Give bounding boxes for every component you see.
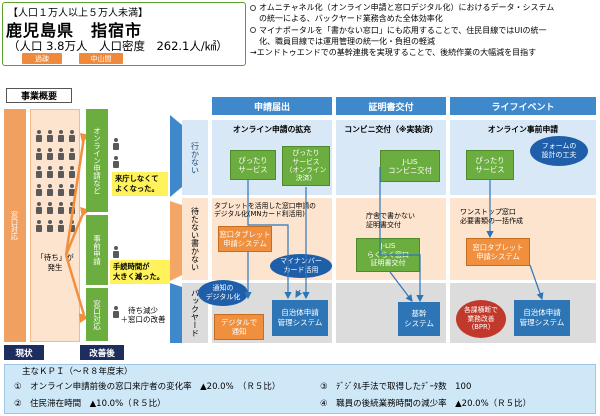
mynumber-card-oval: マイナンバー カード活用: [270, 254, 332, 278]
bubble-no-visit: 来庁しなくて よくなった。: [112, 172, 168, 196]
life-pittari-box: ぴったり サービス: [466, 150, 514, 180]
row-label: 待たない書かない: [190, 207, 200, 271]
current-counter-column: 窓口対応: [4, 109, 26, 342]
kpi-item-4: ④ 職員の後続業務時間の減少率 ▲20.0%（Ｒ５比）: [320, 399, 532, 409]
cert-counter-note: 庁舎で書かない 証明書交付: [366, 212, 415, 229]
waiting-people-icon: [36, 130, 75, 232]
kpi-box: [4, 364, 596, 414]
city-name: 鹿児島県 指宿市: [6, 21, 143, 40]
summary-line: 化、職員目線では運用管理の統一化・負担の軽減: [259, 37, 435, 47]
row-no-visit: 行かない: [182, 120, 208, 195]
notify-digital-oval: 通知の デジタル化: [198, 280, 248, 306]
row-label: バックヤード: [190, 289, 200, 337]
summary-line: オムニチャネル化（オンライン申請と窓口デジタル化）におけるデータ・システム: [259, 3, 555, 12]
summary-line: →エンドトゥエンドでの基幹連携を実現することで、後続作業の大幅減を目指す: [250, 48, 537, 58]
summary-line: の統一による、バックヤード業務含めた全体効率化: [259, 14, 443, 24]
kpi-item-1: ① オンライン申請前後の窓口来庁者の変化率 ▲20.0% （Ｒ５比）: [14, 382, 281, 392]
bubble-shorter-time: 手続時間が 大きく減った。: [110, 260, 170, 284]
life-onestop-note: ワンストップ窓口 必要書類の一括作成: [460, 208, 523, 225]
column-header-apply: 申請届出: [212, 97, 332, 115]
summary-line: マイナポータルを「書かない窓口」にも応用することで、住民目線ではUIの統一: [259, 25, 547, 35]
tag-depopulated: 過疎: [22, 53, 62, 64]
row-connector-stripes: [170, 115, 182, 343]
kpi-item-3: ③ ﾃﾞｼﾞﾀﾙ手法で取得したﾃﾞｰﾀ数 100: [320, 382, 472, 392]
kpi-title: 主なＫＰＩ（～Ｒ８年度末）: [22, 367, 133, 377]
waiting-text: 「待ち」が 発生: [36, 253, 74, 272]
flow-arrows: [244, 167, 544, 303]
current-counter-label: 窓口対応: [10, 211, 20, 240]
tab-label: オンライン申請など: [92, 126, 102, 195]
population-detail: （人口 3.8万人 人口密度 262.1人/㎢）: [8, 39, 228, 53]
bullet-icon: [250, 4, 256, 11]
people-icons: [113, 138, 119, 318]
apply-pittari-online-box: ぴったり サービス （オンライン決済）: [282, 146, 330, 186]
life-mgmt-system: 自治体申請 管理システム: [514, 300, 570, 336]
section-title: 事業概要: [6, 88, 72, 103]
apply-mgmt-system: 自治体申請 管理システム: [272, 300, 328, 336]
phase-improved-label: 改善後: [80, 345, 124, 360]
apply-subhead: オンライン申請の拡充: [233, 125, 311, 134]
population-class: 【人口１万人以上５万人未満】: [8, 8, 148, 19]
cert-jlis-conv-box: J-LIS コンビニ交付: [380, 150, 440, 182]
tag-hilly: 中山間: [79, 53, 123, 64]
core-system-box: 基幹 システム: [398, 302, 440, 336]
phase-current-label: 現状: [4, 345, 44, 360]
column-header-life: ライフイベント: [450, 97, 596, 115]
kpi-item-2: ② 住民滞在時間 ▲10.0%（Ｒ５比）: [14, 399, 166, 409]
apply-pittari-box: ぴったり サービス: [230, 150, 276, 180]
cert-subhead: コンビニ交付（※実装済）: [344, 125, 438, 134]
apply-tablet-system: 窓口タブレット 申請システム: [218, 226, 272, 252]
column-header-cert: 証明書交付: [336, 97, 446, 115]
digital-notify-box: デジタルで 通知: [214, 314, 264, 340]
apply-tablet-note: タブレットを活用した窓口申請の デジタル化(MNカード利活用): [214, 202, 316, 219]
bullet-icon: [250, 27, 256, 34]
form-design-oval: フォームの 設計の工夫: [530, 136, 588, 166]
transition-arrows: [64, 133, 90, 323]
tab-advance-apply: 事前申請: [86, 215, 108, 285]
bpr-oval: 各課横断で 業務改善 （BPR）: [456, 300, 506, 338]
life-tablet-system: 窓口タブレット 申請システム: [466, 238, 530, 266]
after-text: 待ち減少 ＋窓口の改善: [120, 306, 166, 325]
tab-counter: 窓口対応: [86, 288, 108, 341]
life-subhead: オンライン事前申請: [487, 125, 559, 134]
row-label: 行かない: [190, 141, 200, 174]
tab-label: 事前申請: [92, 235, 102, 265]
tab-online-apply: オンライン申請など: [86, 109, 108, 212]
summary-text: オムニチャネル化（オンライン申請と窓口デジタル化）におけるデータ・システム の統…: [250, 2, 598, 59]
tab-label: 窓口対応: [92, 299, 102, 330]
row-no-wait: 待たない書かない: [182, 198, 208, 280]
